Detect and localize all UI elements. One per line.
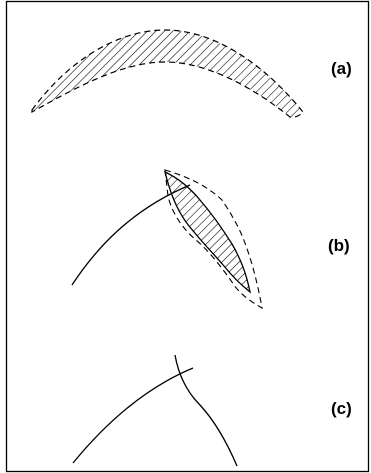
panel-b-hatched-lens: [164, 170, 251, 294]
panel-b-solid-curve: [71, 184, 191, 286]
panel-c-curve-2: [174, 354, 238, 467]
figure-frame: [5, 0, 370, 473]
panel-a-label: (a): [331, 59, 352, 78]
panel-c-label: (c): [331, 399, 352, 418]
panel-a: (a): [31, 29, 352, 118]
panel-c-curve-1: [72, 367, 194, 464]
panel-c: (c): [72, 354, 352, 467]
panel-b: (b): [71, 169, 350, 310]
panel-b-label: (b): [328, 236, 350, 255]
panel-a-hatched-region: [31, 29, 304, 118]
panel-b-dashed-envelope: [164, 169, 263, 310]
